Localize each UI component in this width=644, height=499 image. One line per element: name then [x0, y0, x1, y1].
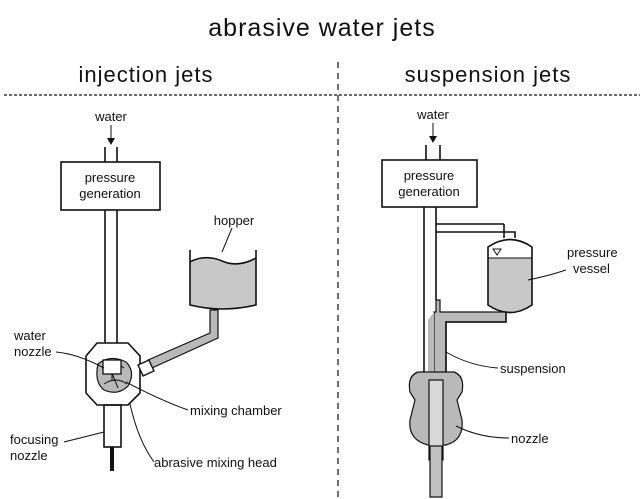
right-pressure-generation-box — [381, 159, 478, 208]
abrasive-mixing-head — [85, 342, 141, 406]
left-pressure-generation-box — [60, 161, 161, 211]
pressure-vessel-label: pressure — [567, 245, 618, 260]
nozzle-label: nozzle — [511, 431, 549, 446]
right-water-label: water — [416, 107, 449, 122]
right-generation-label: generation — [398, 184, 459, 199]
right-water-arrowhead — [429, 136, 437, 143]
focusing-nozzle-label-2: nozzle — [10, 448, 48, 463]
left-pressure-label: pressure — [85, 170, 136, 185]
pressure-vessel-label-2: vessel — [573, 261, 610, 276]
focusing-nozzle-label: focusing — [10, 432, 58, 447]
injection-jets-heading: injection jets — [78, 62, 213, 87]
left-generation-label: generation — [79, 186, 140, 201]
liquid-level-marker — [492, 248, 502, 256]
suspension-label: suspension — [500, 361, 566, 376]
mixing-chamber-label: mixing chamber — [190, 403, 282, 418]
diagram-title: abrasive water jets — [208, 14, 435, 42]
focusing-nozzle — [103, 404, 122, 448]
abrasive-mixing-head-label: abrasive mixing head — [154, 455, 277, 470]
injection-jet-schematic: water pressure generation hopper water — [10, 109, 282, 471]
pressure-vessel-fill — [488, 258, 532, 312]
hopper-label: hopper — [214, 213, 255, 228]
right-pressure-label: pressure — [404, 168, 455, 183]
suspension-jet-stream — [429, 445, 443, 498]
abrasive-feed-line — [147, 309, 219, 369]
left-water-arrowhead — [107, 138, 115, 145]
suspension-jets-heading: suspension jets — [405, 62, 572, 87]
water-nozzle-label: water — [13, 328, 46, 343]
hopper-vessel — [189, 250, 257, 310]
water-nozzle — [102, 359, 122, 375]
hopper-abrasive-fill — [190, 258, 256, 309]
water-nozzle-label-2: nozzle — [14, 344, 52, 359]
pressure-vessel — [487, 238, 533, 314]
suspension-jet-schematic: water pressure generation pressure vesse… — [381, 107, 618, 498]
left-water-label: water — [94, 109, 127, 124]
